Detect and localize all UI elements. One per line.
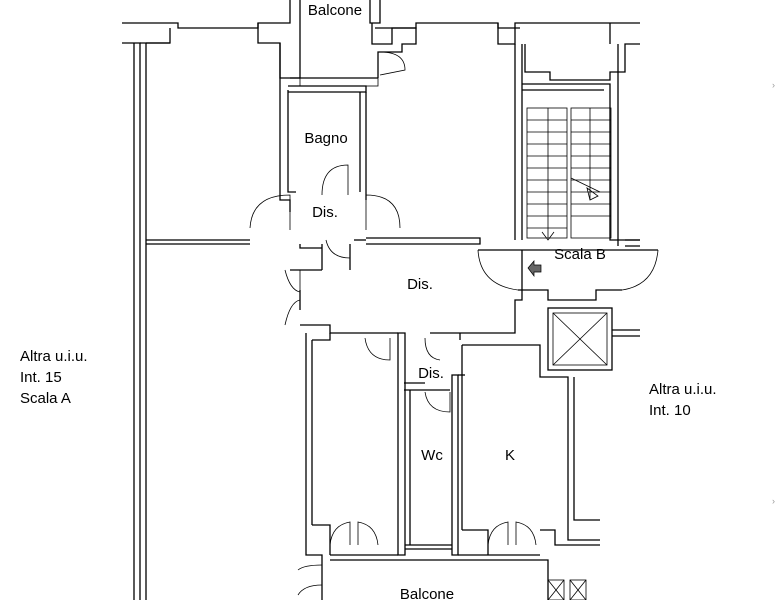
lower-service-rooms xyxy=(397,332,600,556)
balcony-bottom xyxy=(321,544,587,600)
neighbor-label-right: Altra u.i.u. Int. 10 xyxy=(649,381,717,419)
neighbor-left-line: Scala A xyxy=(20,390,71,407)
neighbor-left-line: Altra u.i.u. xyxy=(20,348,88,365)
label-wc: Wc xyxy=(421,447,443,464)
label-dis-lower: Dis. xyxy=(418,365,444,382)
room-top-right xyxy=(366,44,523,245)
lift-shaft xyxy=(547,307,640,371)
label-balcone-bottom: Balcone xyxy=(400,586,454,600)
doors xyxy=(249,51,537,596)
room-top-left xyxy=(146,42,296,245)
room-lower-left xyxy=(145,240,331,600)
edge-tick-mark: › xyxy=(772,496,775,506)
room-bagno xyxy=(288,77,379,200)
label-bagno: Bagno xyxy=(304,130,347,147)
label-scala-b: Scala B xyxy=(554,246,606,263)
neighbor-left-line: Int. 15 xyxy=(20,369,62,386)
edge-tick-mark: › xyxy=(772,80,775,90)
neighbor-right-line: Int. 10 xyxy=(649,402,691,419)
label-kitchen: K xyxy=(505,447,515,464)
label-dis-upper: Dis. xyxy=(312,204,338,221)
label-balcone-top: Balcone xyxy=(308,2,362,19)
stair-scala-b xyxy=(477,44,659,301)
neighbor-label-left: Altra u.i.u. Int. 15 Scala A xyxy=(20,348,88,407)
central-corridor xyxy=(290,239,523,340)
label-dis-center: Dis. xyxy=(407,276,433,293)
neighbor-right-line: Altra u.i.u. xyxy=(649,381,717,398)
